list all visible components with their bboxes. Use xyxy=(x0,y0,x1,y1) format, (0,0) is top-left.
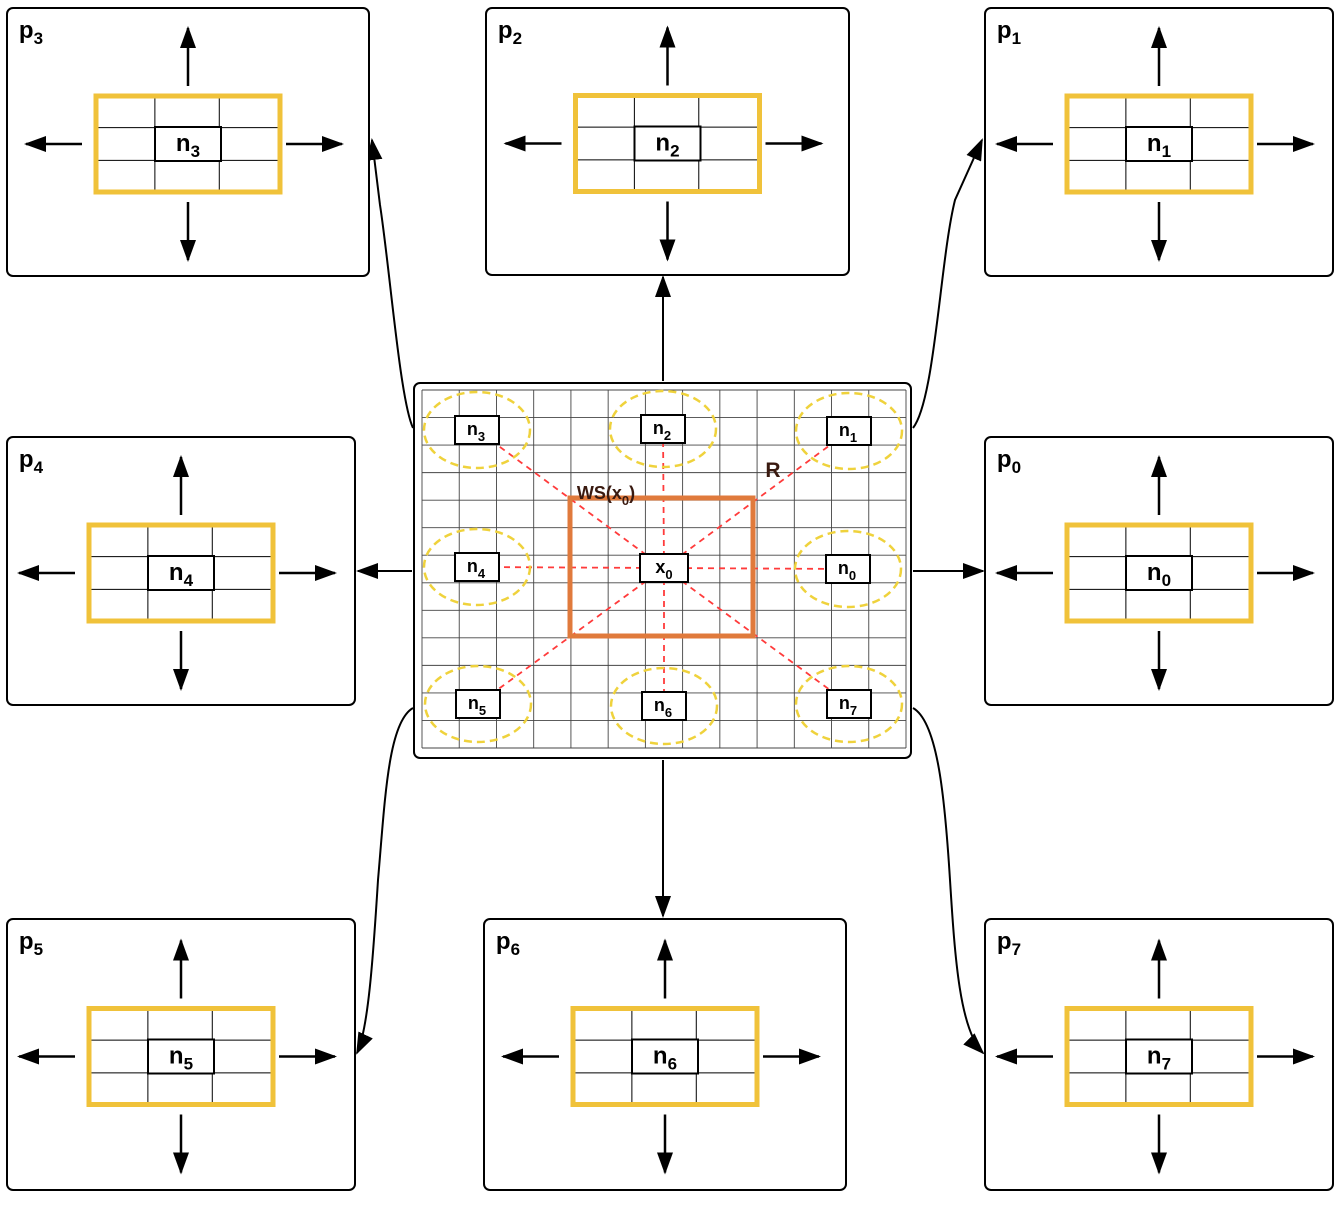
neighborhood-ellipse xyxy=(609,666,719,746)
node-frame-n3: n3 xyxy=(93,93,283,195)
neighbor-label-n4: n4 xyxy=(467,556,486,581)
node-frame-n1: n1 xyxy=(1064,93,1254,195)
panel-p7: p7 n7 xyxy=(984,918,1334,1191)
node-frame-n7: n7 xyxy=(1064,1006,1254,1107)
radius-label: R xyxy=(765,459,780,482)
neighbor-label-n5: n5 xyxy=(468,693,486,718)
node-box xyxy=(631,1038,699,1075)
neighbor-label-n1: n1 xyxy=(839,420,857,445)
node-frame-n0: n0 xyxy=(1064,522,1254,624)
node-box xyxy=(147,1038,215,1075)
connector-arrows xyxy=(356,138,985,1055)
neighbor-box xyxy=(454,552,500,582)
center-node-label: x0 xyxy=(655,557,672,582)
node-frame-border xyxy=(1064,522,1254,624)
node-box xyxy=(154,126,222,162)
node-frame-border xyxy=(86,522,276,624)
node-frame-border xyxy=(86,1006,276,1107)
node-label-n4: n4 xyxy=(169,559,194,590)
neighbor-box xyxy=(826,416,872,446)
node-label-n7: n7 xyxy=(1147,1043,1171,1074)
panel-label-p1: p1 xyxy=(997,17,1021,48)
node-label-n3: n3 xyxy=(176,130,200,161)
panel-group: p0 n0 p1 n1 p2 n2 p3 n3 p4 n4 p5 n5 p6 n6 p7 n7 xyxy=(6,7,1334,1191)
node-frame-n2: n2 xyxy=(573,93,762,194)
neighbor-n0: n0 xyxy=(793,529,903,609)
ray-to-n7 xyxy=(663,567,850,705)
panel-p3: p3 n3 xyxy=(6,7,370,277)
connector-to-p7 xyxy=(912,707,985,1055)
neighbor-box xyxy=(640,414,686,444)
node-box xyxy=(147,555,215,591)
neighbor-n2: n2 xyxy=(608,389,718,469)
node-box xyxy=(1125,1038,1193,1075)
neighbor-n5: n5 xyxy=(423,664,533,744)
ray-to-n3 xyxy=(476,429,665,569)
node-box xyxy=(1125,555,1193,591)
panel-label-p0: p0 xyxy=(997,446,1021,477)
node-frame-border xyxy=(1064,1006,1254,1107)
panel-label-p5: p5 xyxy=(19,928,43,959)
neighborhood-ellipse xyxy=(608,389,718,469)
node-box xyxy=(1125,126,1193,162)
node-frame-border xyxy=(93,93,283,195)
node-box xyxy=(633,125,702,162)
neighbor-box xyxy=(454,415,500,445)
neighbor-label-n6: n6 xyxy=(654,695,672,720)
node-frame-n6: n6 xyxy=(570,1006,760,1107)
node-frame-border xyxy=(570,1006,760,1107)
neighbor-n7: n7 xyxy=(794,664,904,744)
panel-p2: p2 n2 xyxy=(485,7,850,276)
neighbor-label-n0: n0 xyxy=(838,558,856,583)
neighbor-label-n3: n3 xyxy=(467,419,485,444)
neighborhood-ellipse xyxy=(794,664,904,744)
node-frame-n5: n5 xyxy=(86,1006,276,1107)
neighborhood-ellipse xyxy=(794,391,904,471)
node-frame-border xyxy=(573,93,762,194)
ray-to-n1 xyxy=(663,430,850,569)
neighbor-n1: n1 xyxy=(794,391,904,471)
center-node: x0 xyxy=(639,553,689,583)
panel-p1: p1 n1 xyxy=(984,7,1334,277)
neighbor-n6: n6 xyxy=(609,666,719,746)
neighbor-label-n7: n7 xyxy=(839,693,857,718)
center-grid-panel: n0 n1 n2 n3 n4 n5 n6 n7 x0 WS(x0) R xyxy=(413,382,912,759)
neighborhood-ellipse xyxy=(793,529,903,609)
neighbor-label-n2: n2 xyxy=(653,418,671,443)
search-window-label: WS(x0) xyxy=(577,483,635,508)
node-label-n5: n5 xyxy=(169,1043,193,1074)
node-frame-border xyxy=(1064,93,1254,195)
connector-to-p1 xyxy=(912,138,983,429)
center-node-box xyxy=(639,553,689,583)
neighbor-n4: n4 xyxy=(422,527,532,607)
panel-p6: p6 n6 xyxy=(483,918,847,1191)
search-window xyxy=(567,495,756,639)
neighborhood-ellipse xyxy=(423,664,533,744)
panel-p0: p0 n0 xyxy=(984,436,1334,706)
node-label-n2: n2 xyxy=(655,130,679,161)
neighborhood-ellipse xyxy=(422,390,532,470)
neighborhood-ellipse xyxy=(422,527,532,607)
neighbor-box xyxy=(825,554,871,584)
panel-label-p3: p3 xyxy=(19,17,43,48)
node-label-n6: n6 xyxy=(653,1043,677,1074)
neighbor-box xyxy=(826,689,872,719)
neighbor-n3: n3 xyxy=(422,390,532,470)
panel-label-p7: p7 xyxy=(997,928,1021,959)
panel-label-p2: p2 xyxy=(498,17,522,48)
node-frame-n4: n4 xyxy=(86,522,276,624)
connector-to-p3 xyxy=(366,138,414,429)
neighbor-box xyxy=(641,691,687,721)
panel-label-p4: p4 xyxy=(19,446,44,477)
neighbor-box xyxy=(455,689,501,719)
node-label-n1: n1 xyxy=(1147,130,1171,161)
panel-label-p6: p6 xyxy=(496,928,520,959)
panel-p5: p5 n5 xyxy=(6,918,356,1191)
node-label-n0: n0 xyxy=(1147,559,1171,590)
connector-to-p5 xyxy=(356,707,414,1055)
ray-to-n0 xyxy=(663,567,849,570)
panel-p4: p4 n4 xyxy=(6,436,356,706)
